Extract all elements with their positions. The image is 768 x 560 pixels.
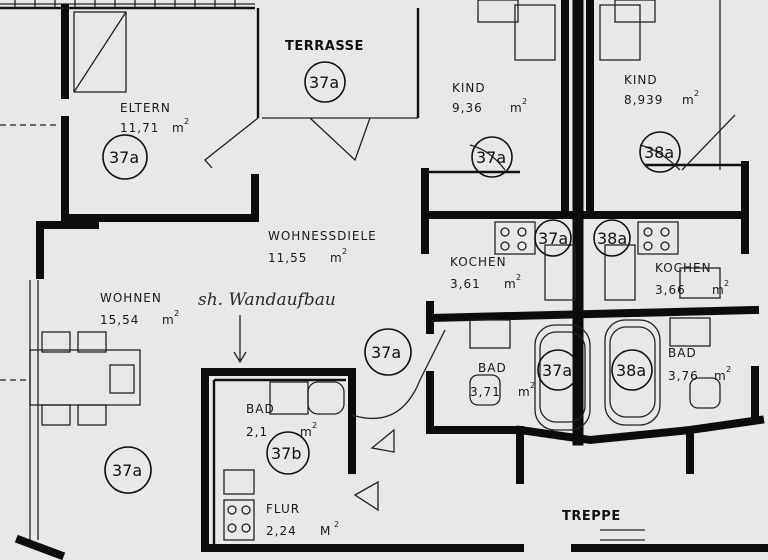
bad-small-sup: 2 bbox=[312, 421, 317, 430]
kochen-right-area: 3,66 bbox=[655, 283, 686, 297]
kind-left-area: 9,36 bbox=[452, 101, 483, 115]
bad-right-sup: 2 bbox=[726, 365, 731, 374]
eltern-area: 11,71 bbox=[120, 121, 159, 135]
eltern-sup: 2 bbox=[184, 117, 189, 126]
tag-eltern: 37a bbox=[102, 134, 148, 180]
svg-text:37a: 37a bbox=[112, 461, 142, 480]
bad-small-area: 2,1 bbox=[246, 425, 268, 439]
svg-text:38a: 38a bbox=[644, 143, 674, 162]
tag-kind-left: 37a bbox=[471, 136, 513, 178]
svg-text:37a: 37a bbox=[109, 148, 139, 167]
kind-left-sup: 2 bbox=[522, 97, 527, 106]
kochen-left-name: KOCHEN bbox=[450, 255, 507, 269]
tag-terrasse: 37a bbox=[304, 61, 346, 103]
tag-kochen-left: 37a bbox=[534, 219, 572, 257]
svg-text:38a: 38a bbox=[597, 229, 627, 248]
kochen-right-unit: m bbox=[712, 283, 724, 297]
wohnessdiele-area: 11,55 bbox=[268, 251, 307, 265]
bad-small-name: BAD bbox=[246, 402, 275, 416]
kind-right-name: KIND bbox=[624, 73, 658, 87]
wohnen-name: WOHNEN bbox=[100, 291, 162, 305]
tag-kochen-right: 38a bbox=[593, 219, 631, 257]
fixtures bbox=[0, 0, 736, 541]
eltern-name: ELTERN bbox=[120, 101, 171, 115]
kochen-right-sup: 2 bbox=[724, 279, 729, 288]
terrasse-label: TERRASSE bbox=[285, 39, 364, 54]
wohnen-sup: 2 bbox=[174, 309, 179, 318]
unit-tags: 37a 37a 37a 38a 37a 38a 37a 37a 38a 37b … bbox=[102, 61, 681, 494]
kochen-right-name: KOCHEN bbox=[655, 261, 712, 275]
wandaufbau-annotation: sh. Wandaufbau bbox=[198, 290, 336, 310]
svg-text:37b: 37b bbox=[271, 444, 302, 463]
tag-kind-right: 38a bbox=[639, 131, 681, 173]
eltern-unit: m bbox=[172, 121, 184, 135]
room-labels: TERRASSE ELTERN 11,71 m 2 KIND 9,36 m 2 … bbox=[100, 39, 731, 538]
flur-area: 2,24 bbox=[266, 524, 297, 538]
svg-text:37a: 37a bbox=[538, 229, 568, 248]
wohnessdiele-unit: m bbox=[330, 251, 342, 265]
bad-right-area: 3,76 bbox=[668, 369, 699, 383]
bad-left-unit: m bbox=[518, 385, 530, 399]
bad-small-unit: m bbox=[300, 425, 312, 439]
flur-name: FLUR bbox=[266, 502, 300, 516]
wohnen-unit: m bbox=[162, 313, 174, 327]
kind-right-unit: m bbox=[682, 93, 694, 107]
svg-text:38a: 38a bbox=[616, 361, 646, 380]
kochen-left-unit: m bbox=[504, 277, 516, 291]
bad-left-area: 3,71 bbox=[470, 385, 501, 399]
tag-wohnen: 37a bbox=[104, 446, 152, 494]
bad-right-name: BAD bbox=[668, 346, 697, 360]
flur-unit: M bbox=[320, 524, 330, 538]
treppe-label: TREPPE bbox=[562, 509, 621, 524]
kind-right-sup: 2 bbox=[694, 89, 699, 98]
svg-text:37a: 37a bbox=[309, 73, 339, 92]
kind-right-area: 8,939 bbox=[624, 93, 663, 107]
bad-left-sup: 2 bbox=[530, 381, 535, 390]
svg-text:37a: 37a bbox=[476, 148, 506, 167]
wohnen-area: 15,54 bbox=[100, 313, 139, 327]
tag-bad-small: 37b bbox=[266, 431, 310, 475]
kochen-left-area: 3,61 bbox=[450, 277, 481, 291]
svg-text:37a: 37a bbox=[371, 343, 401, 362]
tag-bad-left: 37a bbox=[537, 349, 579, 391]
flur-sup: 2 bbox=[334, 520, 339, 529]
kind-left-unit: m bbox=[510, 101, 522, 115]
svg-text:37a: 37a bbox=[542, 361, 572, 380]
wohnessdiele-sup: 2 bbox=[342, 247, 347, 256]
tag-bad-right: 38a bbox=[611, 349, 653, 391]
kind-left-name: KIND bbox=[452, 81, 486, 95]
wohnessdiele-name: WOHNESSDIELE bbox=[268, 229, 377, 243]
bad-right-unit: m bbox=[714, 369, 726, 383]
bad-left-name: BAD bbox=[478, 361, 507, 375]
kochen-left-sup: 2 bbox=[516, 273, 521, 282]
tag-diele: 37a bbox=[364, 328, 412, 376]
